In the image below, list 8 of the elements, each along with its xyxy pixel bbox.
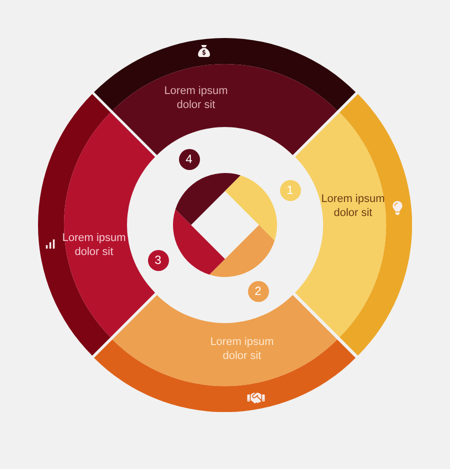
- segment-label: Lorem ipsum dolor sit: [61, 230, 127, 259]
- segment-label: Lorem ipsum dolor sit: [163, 84, 229, 112]
- segment-label: Lorem ipsum dolor sit: [209, 334, 275, 363]
- ring-segment: [294, 94, 412, 356]
- ring-segment: [94, 38, 356, 156]
- ring-segment: [38, 94, 156, 356]
- ring-segment: [94, 294, 356, 412]
- segment-label: Lorem ipsum dolor sit: [320, 192, 386, 220]
